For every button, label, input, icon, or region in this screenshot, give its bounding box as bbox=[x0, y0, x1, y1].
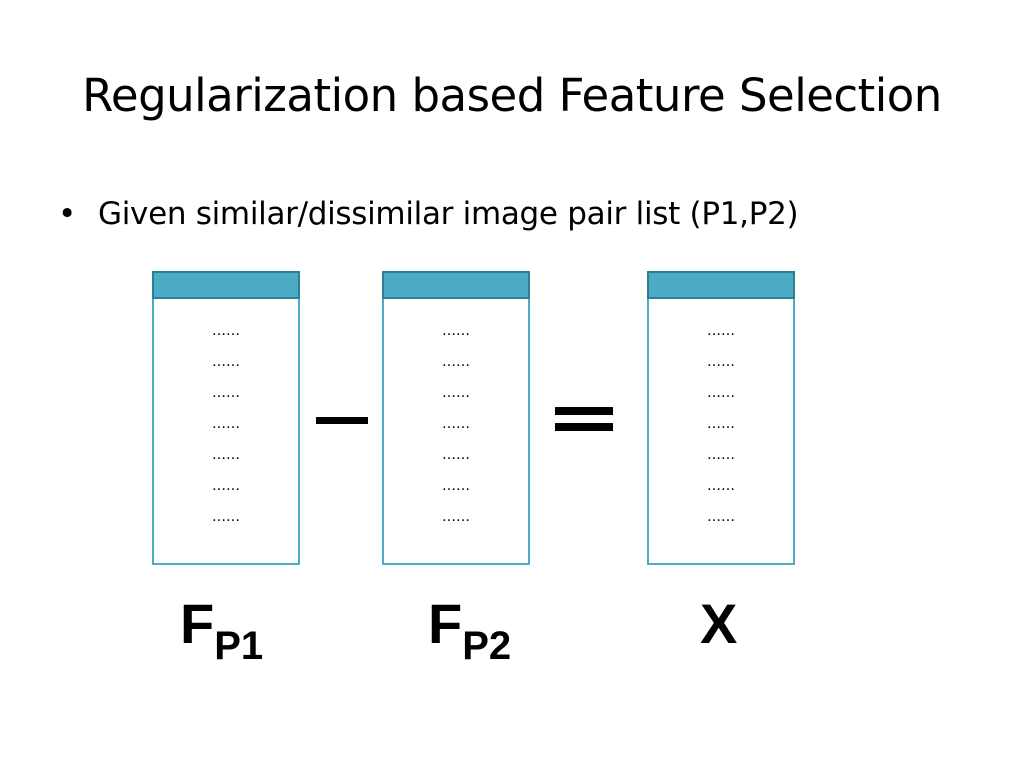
vector-row: …… bbox=[442, 509, 470, 525]
vector-rows: …… …… …… …… …… …… …… bbox=[649, 317, 793, 534]
vector-row: …… bbox=[442, 354, 470, 370]
vector-row: …… bbox=[442, 385, 470, 401]
bullet-text: Given similar/dissimilar image pair list… bbox=[98, 196, 799, 232]
label-fp2-subscript: P2 bbox=[462, 624, 512, 668]
vector-row: …… bbox=[707, 478, 735, 494]
equals-operator-bottom-bar bbox=[555, 423, 613, 431]
feature-vector-fp1: …… …… …… …… …… …… …… bbox=[152, 271, 300, 565]
vector-header bbox=[647, 271, 795, 299]
vector-rows: …… …… …… …… …… …… …… bbox=[154, 317, 298, 534]
bullet-marker: • bbox=[58, 196, 76, 232]
equals-operator-top-bar bbox=[555, 407, 613, 415]
vector-row: …… bbox=[212, 478, 240, 494]
vector-row: …… bbox=[212, 447, 240, 463]
minus-operator bbox=[316, 417, 368, 424]
vector-row: …… bbox=[212, 354, 240, 370]
vector-row: …… bbox=[707, 416, 735, 432]
vector-row: …… bbox=[707, 385, 735, 401]
bullet-item: • Given similar/dissimilar image pair lis… bbox=[58, 190, 799, 238]
vector-row: …… bbox=[707, 323, 735, 339]
difference-vector-x: …… …… …… …… …… …… …… bbox=[647, 271, 795, 565]
vector-row: …… bbox=[442, 447, 470, 463]
slide-title: Regularization based Feature Selection bbox=[82, 69, 942, 122]
vector-row: …… bbox=[442, 416, 470, 432]
vector-rows: …… …… …… …… …… …… …… bbox=[384, 317, 528, 534]
label-fp2: FP2 bbox=[428, 592, 511, 668]
vector-row: …… bbox=[212, 416, 240, 432]
label-fp2-main: F bbox=[428, 592, 463, 655]
vector-row: …… bbox=[442, 478, 470, 494]
vector-header bbox=[152, 271, 300, 299]
feature-vector-fp2: …… …… …… …… …… …… …… bbox=[382, 271, 530, 565]
label-fp1: FP1 bbox=[180, 592, 263, 668]
vector-row: …… bbox=[212, 509, 240, 525]
vector-row: …… bbox=[442, 323, 470, 339]
vector-row: …… bbox=[707, 447, 735, 463]
vector-row: …… bbox=[212, 323, 240, 339]
vector-header bbox=[382, 271, 530, 299]
label-fp1-subscript: P1 bbox=[214, 624, 264, 668]
vector-row: …… bbox=[707, 354, 735, 370]
label-x-main: X bbox=[700, 592, 738, 655]
vector-row: …… bbox=[707, 509, 735, 525]
vector-row: …… bbox=[212, 385, 240, 401]
label-fp1-main: F bbox=[180, 592, 215, 655]
label-x: X bbox=[700, 592, 737, 656]
